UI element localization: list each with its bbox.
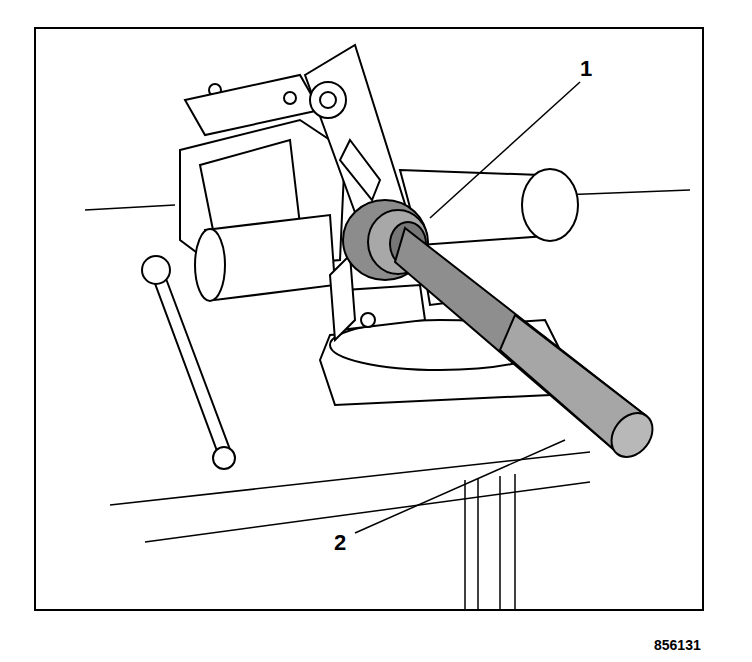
label-holder: 1: [580, 58, 592, 80]
leader-line: [355, 82, 580, 533]
callout-number: 2: [334, 532, 346, 554]
callout-number: 1: [580, 58, 592, 80]
label-holder: 856131: [654, 636, 701, 654]
frame: [35, 28, 703, 610]
remover-tool: [395, 228, 661, 465]
bench: [85, 190, 690, 610]
figure-number: 856131: [654, 638, 701, 652]
vise-handle: [142, 256, 235, 469]
label-holder: 2: [334, 532, 346, 554]
